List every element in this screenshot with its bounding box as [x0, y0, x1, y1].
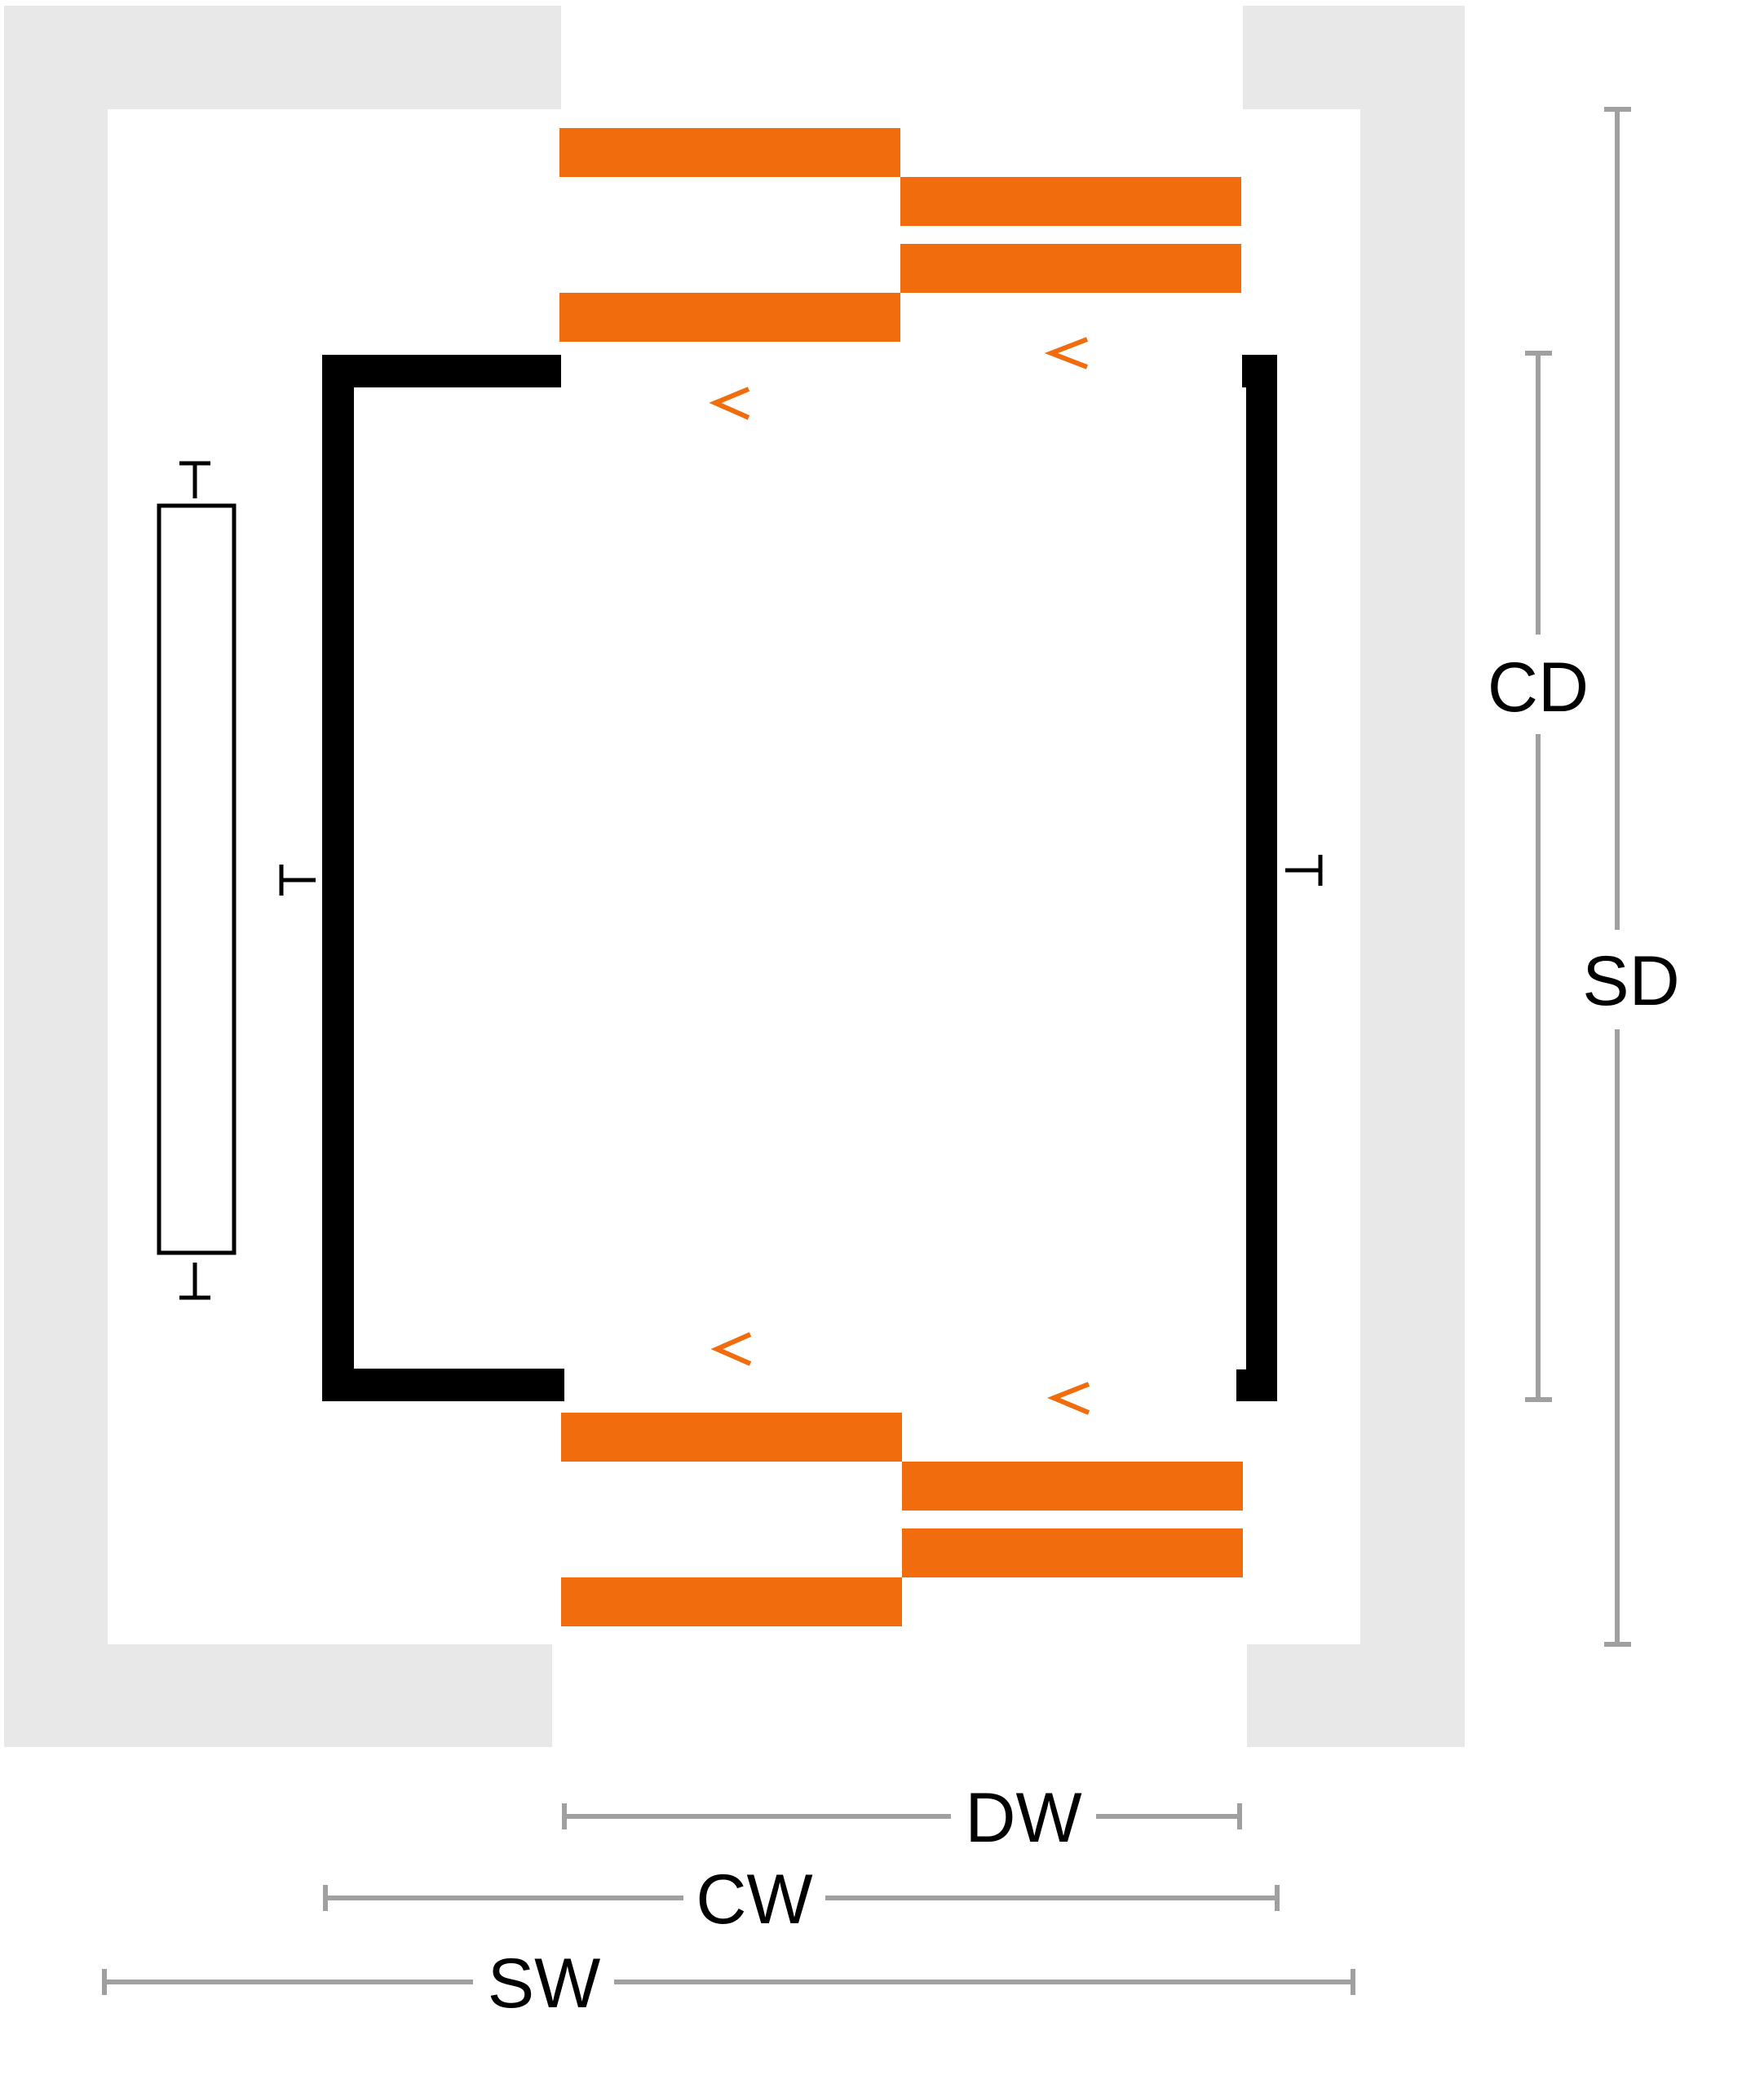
dimension-sw-line	[102, 1969, 1355, 1995]
t-bar-icon	[279, 865, 316, 896]
car-wall-left	[322, 355, 564, 1401]
dimension-cw-line	[323, 1885, 1280, 1911]
chevron-left-icon	[709, 387, 750, 420]
t-bar-icon	[179, 461, 210, 498]
dimension-cw-label: CW	[696, 1860, 812, 1939]
door-direction-arrows	[709, 337, 1090, 1415]
chevron-left-icon	[710, 1332, 752, 1366]
dimension-cd-line	[1525, 351, 1552, 1402]
door-panel	[900, 244, 1241, 293]
door-panel	[902, 1528, 1243, 1577]
shaft-wall-left	[4, 6, 561, 1747]
counterweight	[157, 503, 237, 1255]
door-panel	[561, 1413, 902, 1462]
dimension-dw-line	[562, 1803, 1242, 1829]
t-bar-icon	[179, 1263, 210, 1300]
dimension-cd-label: CD	[1488, 648, 1589, 727]
dimension-sw-label: SW	[488, 1944, 601, 2023]
door-panel	[559, 128, 900, 177]
door-panel	[559, 293, 900, 342]
car-wall-right	[1236, 355, 1277, 1401]
dimension-sd-label: SD	[1582, 942, 1679, 1020]
shaft-wall-right	[1243, 6, 1465, 1747]
car-walls	[322, 355, 1277, 1401]
dimension-lines	[102, 107, 1631, 1995]
shaft-walls	[4, 6, 1465, 1747]
door-panels-bottom	[561, 1413, 1243, 1626]
door-panel	[900, 177, 1241, 226]
wall-markers	[179, 461, 1323, 1300]
door-panel	[902, 1462, 1243, 1511]
door-panels-top	[559, 128, 1241, 342]
dimension-sd-line	[1604, 107, 1631, 1647]
dimension-dw-label: DW	[965, 1779, 1081, 1857]
chevron-left-icon	[1047, 1382, 1090, 1415]
t-bar-icon	[1285, 855, 1323, 886]
door-panel	[561, 1577, 902, 1626]
chevron-left-icon	[1044, 337, 1089, 369]
